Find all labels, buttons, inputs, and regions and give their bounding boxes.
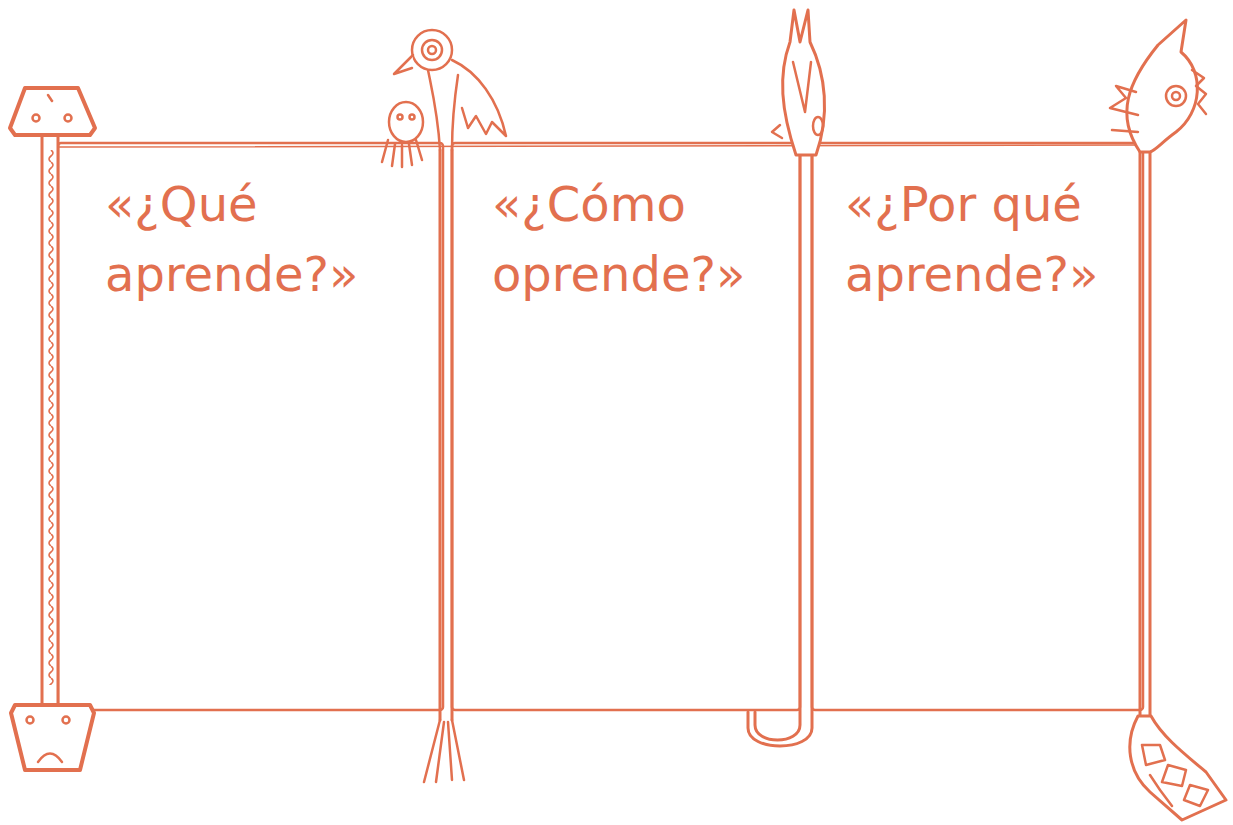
- panel-heading: «¿Por qué aprende?»: [845, 169, 1143, 309]
- post: [440, 150, 452, 720]
- panel-heading: «¿Qué aprende?»: [105, 169, 443, 309]
- mouth: [38, 754, 62, 763]
- panel-frame: [812, 143, 1143, 710]
- panel-heading: «¿Cómo oprende?»: [492, 169, 800, 309]
- zigzag-pattern: [46, 150, 56, 685]
- bird-beak: [394, 55, 413, 74]
- eye: [63, 717, 70, 724]
- post-foot: [11, 705, 94, 770]
- bird-head: [412, 30, 452, 70]
- eye: [813, 117, 823, 135]
- post-loop: [748, 150, 812, 746]
- bird-wing: [452, 60, 506, 136]
- head-mark: [48, 95, 52, 101]
- claw: [772, 125, 782, 138]
- bird-neck: [428, 70, 458, 150]
- creature-tail: [1130, 716, 1226, 820]
- post: [1140, 150, 1150, 715]
- eye: [398, 115, 403, 120]
- eye: [27, 717, 34, 724]
- top-rail: [58, 145, 1143, 147]
- left-post: [42, 130, 58, 705]
- panel-frame: [58, 143, 443, 710]
- lizard-mouth: [793, 62, 811, 112]
- panel-frame: [452, 143, 800, 710]
- spikes: [1110, 86, 1138, 132]
- small-face: [389, 102, 423, 142]
- fingers: [382, 140, 422, 167]
- eye: [65, 115, 72, 122]
- tail-pattern: [1142, 745, 1208, 806]
- eye: [410, 115, 415, 120]
- eye: [1166, 86, 1186, 106]
- question-panel: «¿Cómo oprende?»: [452, 145, 800, 708]
- bird-eye: [422, 40, 442, 60]
- question-panel: «¿Qué aprende?»: [60, 145, 443, 708]
- eye: [1172, 92, 1180, 100]
- lizard-head: [783, 10, 825, 155]
- post-head: [10, 88, 95, 135]
- crest: [1192, 70, 1206, 114]
- eye: [33, 115, 40, 122]
- question-panel: «¿Por qué aprende?»: [812, 145, 1143, 708]
- post-roots: [424, 720, 464, 782]
- bird-eye: [428, 46, 436, 54]
